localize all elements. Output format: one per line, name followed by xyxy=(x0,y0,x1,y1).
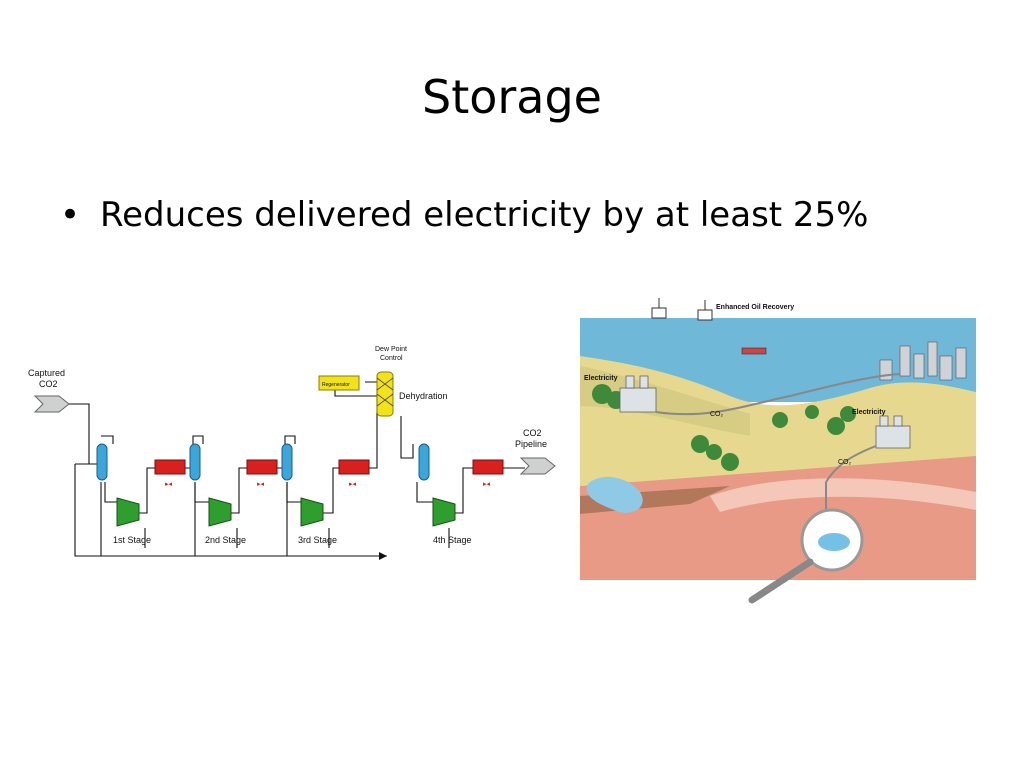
co2-label: CO₂ xyxy=(838,459,852,466)
regenerator-box xyxy=(318,375,360,391)
electricity-label: Electricity xyxy=(852,409,886,416)
lake xyxy=(586,477,643,513)
vessel-icon xyxy=(96,443,108,481)
output-arrow-icon xyxy=(519,457,556,475)
flow-arrow-icon xyxy=(379,552,387,560)
co2-storage-illustration: Enhanced Oil Recovery Electricity Electr… xyxy=(580,298,976,604)
dehydration-label: Dehydration xyxy=(399,391,448,401)
power-plant-icon xyxy=(875,415,911,449)
vessel-icon xyxy=(189,443,201,481)
svg-text:▸◂: ▸◂ xyxy=(483,480,491,488)
coolers: ▸◂ ▸◂ ▸◂ ▸◂ xyxy=(154,459,504,488)
bullet-text: Reduces delivered electricity by at leas… xyxy=(100,195,869,235)
svg-text:▸◂: ▸◂ xyxy=(257,480,265,488)
captured-label: Captured xyxy=(28,368,65,378)
captured-co2-label: CO2 xyxy=(39,379,58,389)
co2-label: CO₂ xyxy=(710,411,724,418)
regenerator-label: Regenerator xyxy=(322,382,350,388)
svg-text:▸◂: ▸◂ xyxy=(165,480,173,488)
vessel-icon xyxy=(418,443,430,481)
compressors xyxy=(116,497,456,527)
stage-label: 1st Stage xyxy=(113,535,151,545)
control-label: Control xyxy=(380,355,403,362)
pipeline-label: Pipeline xyxy=(515,439,547,449)
cooler-icon xyxy=(154,459,186,475)
dehydration-column-icon xyxy=(376,371,394,417)
cooler-icon xyxy=(472,459,504,475)
separator-vessels xyxy=(96,443,430,481)
enhanced-oil-recovery-label: Enhanced Oil Recovery xyxy=(716,304,794,311)
vessel-icon xyxy=(281,443,293,481)
cooler-icon xyxy=(338,459,370,475)
electricity-label: Electricity xyxy=(584,375,618,382)
ship-icon xyxy=(741,347,767,355)
offshore-platforms xyxy=(651,298,713,321)
pipeline-co2-label: CO2 xyxy=(523,428,542,438)
compressor-icon xyxy=(116,497,140,527)
compressor-icon xyxy=(432,497,456,527)
compressor-icon xyxy=(208,497,232,527)
stage-label: 3rd Stage xyxy=(298,535,337,545)
slide-title: Storage xyxy=(422,70,602,124)
bullet-icon: • xyxy=(60,195,81,235)
svg-text:▸◂: ▸◂ xyxy=(349,480,357,488)
stage-label: 4th Stage xyxy=(433,535,472,545)
piping xyxy=(69,381,525,557)
power-plant-icon xyxy=(619,375,657,413)
input-arrow-icon xyxy=(33,395,70,413)
co2-compression-diagram: Captured CO2 xyxy=(28,346,556,560)
compressor-icon xyxy=(300,497,324,527)
bullet-item: • Reduces delivered electricity by at lea… xyxy=(60,192,1000,238)
dew-point-label: Dew Point xyxy=(375,346,407,353)
stage-label: 2nd Stage xyxy=(205,535,246,545)
cooler-icon xyxy=(246,459,278,475)
